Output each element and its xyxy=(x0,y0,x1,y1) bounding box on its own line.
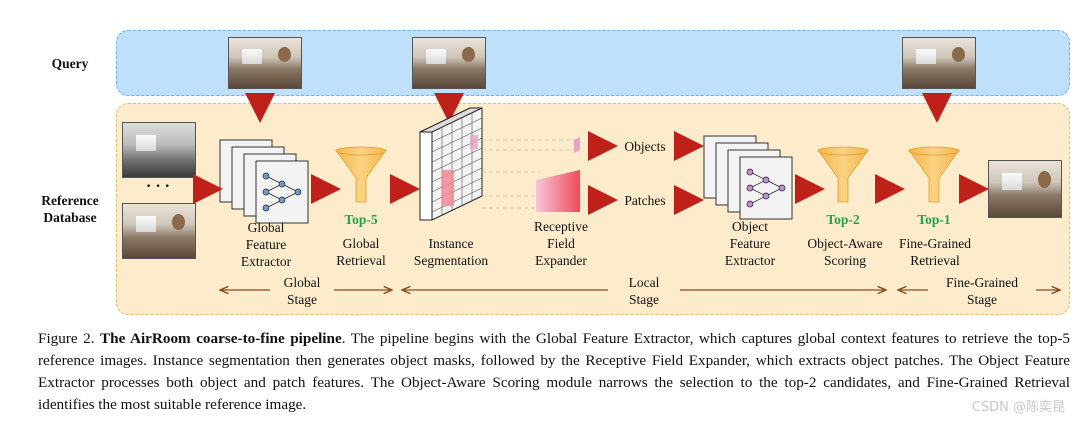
global-feature-extractor-icon xyxy=(219,139,309,224)
caption-body: . The pipeline begins with the Global Fe… xyxy=(38,330,1070,413)
object-feature-extractor-label: Object Feature Extractor xyxy=(724,219,776,268)
flow-arrows xyxy=(193,131,989,215)
watermark: CSDN @陈奕昆 xyxy=(971,400,1065,415)
receptive-field-expander-label: Receptive Field Expander xyxy=(534,219,588,268)
query-down-arrows xyxy=(245,93,952,123)
pipeline-graphics xyxy=(193,93,1085,320)
funnel-top1 xyxy=(908,147,960,203)
fine-grained-retrieval-label: Fine-Grained Retrieval xyxy=(899,236,971,268)
top5-label: Top-5 xyxy=(344,212,378,227)
query-image-1 xyxy=(228,37,302,89)
receptive-field-expander-icon xyxy=(536,137,580,212)
caption-prefix: Figure 2. xyxy=(38,330,101,347)
global-feature-extractor-label: Global Feature Extractor xyxy=(240,220,292,269)
reference-image-1 xyxy=(122,122,196,178)
funnel-icons xyxy=(335,146,960,203)
query-image-2 xyxy=(412,37,486,89)
figure-caption: Figure 2. The AirRoom coarse-to-fine pip… xyxy=(38,328,1070,416)
global-stage-label: Global Stage xyxy=(283,275,321,307)
fine-grained-stage-label: Fine-Grained Stage xyxy=(946,275,1018,307)
funnel-top2 xyxy=(817,147,869,203)
ellipsis: · · · xyxy=(145,178,170,195)
instance-segmentation-label: Instance Segmentation xyxy=(413,236,489,268)
reference-database-label: Reference Database xyxy=(41,193,99,225)
object-feature-extractor-icon xyxy=(703,135,793,220)
caption-title: The AirRoom coarse-to-fine pipeline xyxy=(100,330,342,347)
local-stage-label: Local Stage xyxy=(628,275,660,307)
global-retrieval-label: Global Retrieval xyxy=(336,236,386,268)
top2-label: Top-2 xyxy=(826,212,860,227)
patches-label: Patches xyxy=(624,193,666,208)
instance-segmentation-icon xyxy=(419,107,576,221)
funnel-top5 xyxy=(335,147,387,203)
query-image-3 xyxy=(902,37,976,89)
reference-image-2 xyxy=(122,203,196,259)
object-aware-scoring-label: Object-Aware Scoring xyxy=(807,236,883,268)
top1-label: Top-1 xyxy=(917,212,951,227)
objects-label: Objects xyxy=(624,139,666,154)
query-label: Query xyxy=(51,56,89,71)
